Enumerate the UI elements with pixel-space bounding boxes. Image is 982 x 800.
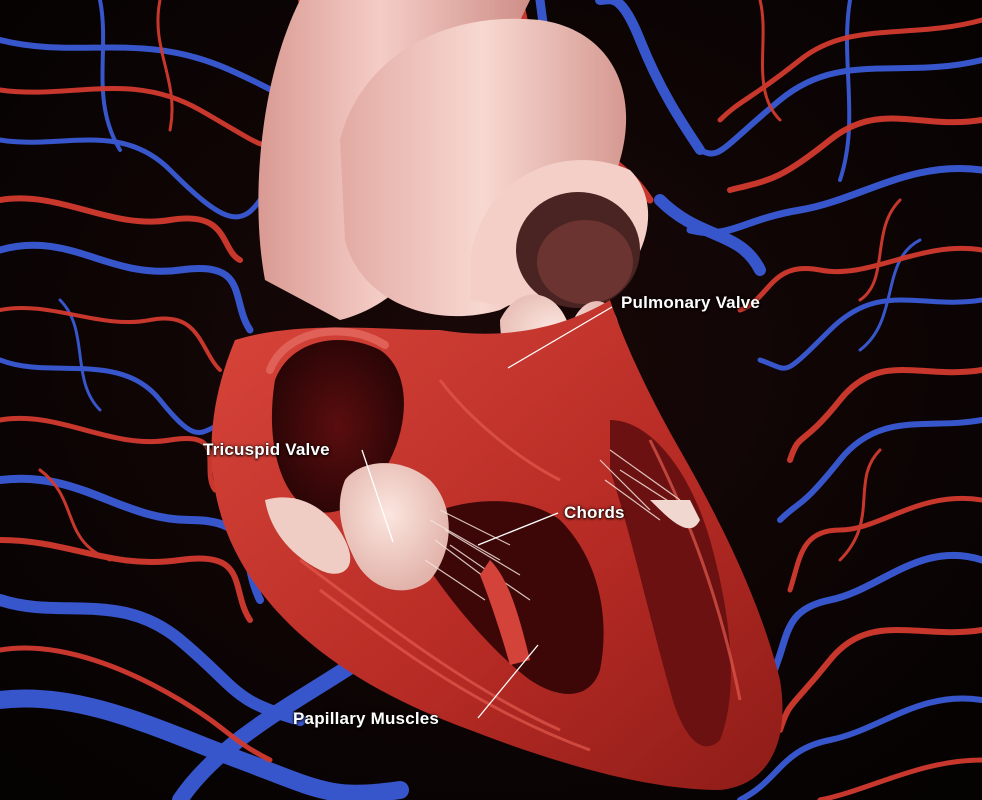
papillary-muscles-leader (477, 644, 539, 719)
pulmonary-valve-label: Pulmonary Valve (621, 293, 761, 312)
pulmonary-valve-leader (507, 306, 613, 369)
leader-lines (361, 306, 613, 719)
tricuspid-valve-label: Tricuspid Valve (203, 440, 330, 459)
chordae-tendineae (424, 449, 691, 601)
chords-leader (477, 512, 559, 546)
muscle-striations (299, 379, 742, 752)
tricuspid-valve-leader (361, 449, 394, 543)
left-ventricle-chamber (610, 420, 731, 747)
tricuspid-valve-leaflet (339, 463, 449, 591)
papillary-muscles-label: Papillary Muscles (293, 709, 440, 728)
papillary-muscle (480, 560, 530, 665)
chords-label: Chords (564, 503, 625, 522)
